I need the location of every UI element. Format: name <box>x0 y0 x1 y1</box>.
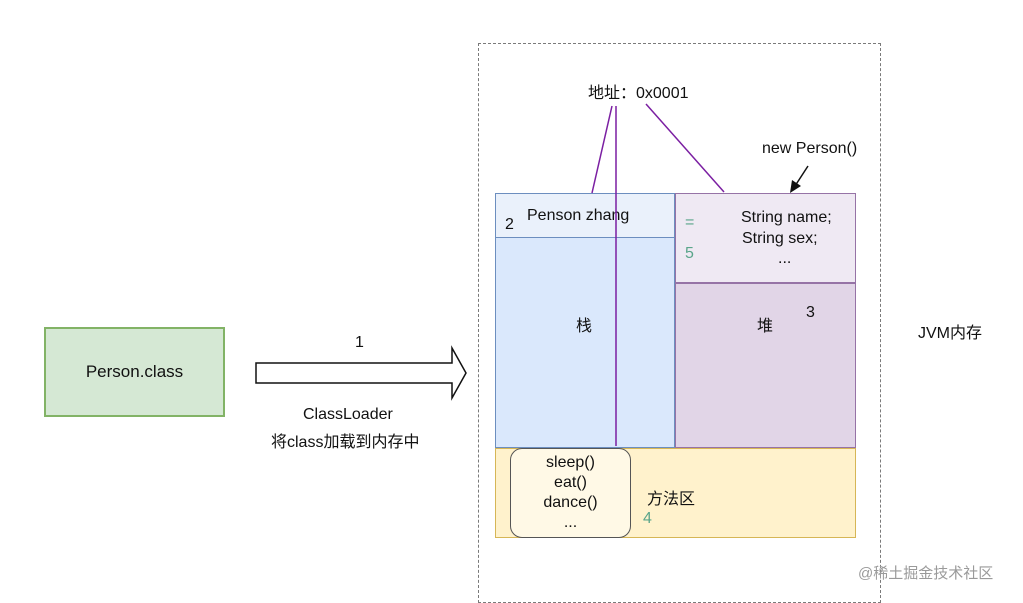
address-to-heap-line <box>645 103 725 193</box>
classloader-description: 将class加载到内存中 <box>271 434 420 451</box>
method-area-label: 方法区 <box>647 491 696 508</box>
methods-list-box: sleep() eat() dance() ... <box>510 448 631 538</box>
heap-label: 堆 <box>757 318 774 335</box>
address-to-stack-line <box>591 105 613 194</box>
heap-object-box <box>675 193 856 283</box>
arrow-step-number: 1 <box>355 334 364 351</box>
method-sleep: sleep() <box>546 454 595 471</box>
classloader-arrow <box>255 345 467 401</box>
new-person-arrowhead <box>790 180 801 193</box>
heap-region <box>675 283 856 448</box>
person-class-box: Person.class <box>44 327 225 417</box>
new-person-label: new Person() <box>762 140 858 157</box>
heap-equals-sign: = <box>685 214 695 231</box>
address-label: 地址：0x0001 <box>588 85 689 102</box>
stack-frame-header <box>495 193 675 238</box>
stack-step-number: 2 <box>505 216 514 233</box>
method-area-step-number: 4 <box>643 510 652 527</box>
stack-label: 栈 <box>576 318 593 335</box>
field-ellipsis: ... <box>778 250 792 267</box>
method-dance: dance() <box>543 494 598 511</box>
new-person-arrow <box>794 165 809 187</box>
jvm-memory-label: JVM内存 <box>918 325 983 342</box>
method-ellipsis: ... <box>563 514 578 531</box>
field-string-sex: String sex; <box>742 230 818 247</box>
classloader-label: ClassLoader <box>303 406 393 423</box>
field-string-name: String name; <box>741 209 832 226</box>
heap-step-number-5: 5 <box>685 245 694 262</box>
watermark: @稀土掘金技术社区 <box>858 565 994 582</box>
heap-step-number: 3 <box>806 304 815 321</box>
stack-frame-label: Penson zhang <box>527 207 630 224</box>
connector-lines <box>591 103 809 446</box>
person-class-label: Person.class <box>85 362 184 381</box>
method-eat: eat() <box>554 474 587 491</box>
